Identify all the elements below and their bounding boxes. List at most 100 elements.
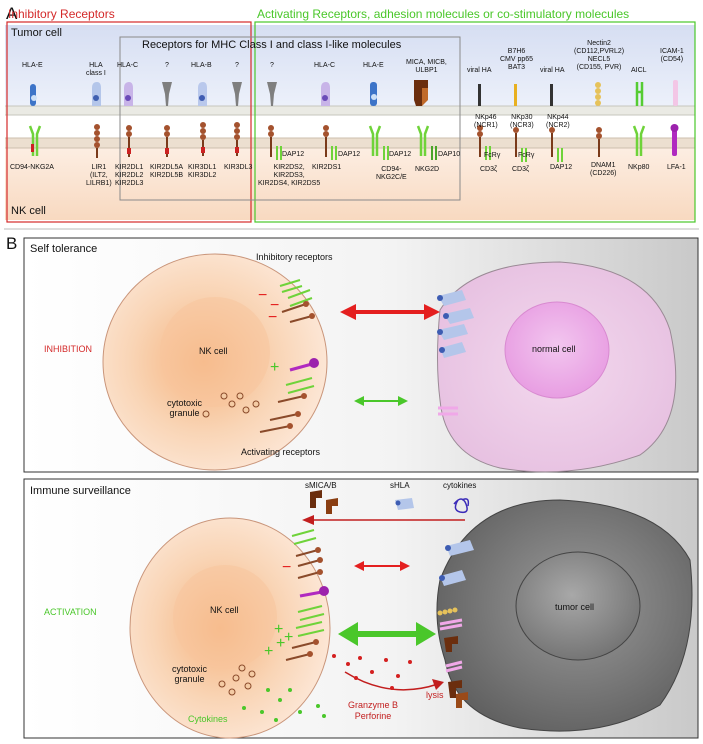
receptor-label: LFA-1	[667, 164, 686, 171]
ligand-label: ?	[235, 62, 239, 69]
ligand-label: viral HA	[540, 67, 565, 74]
immune-surveillance-title: Immune surveillance	[30, 485, 131, 497]
adaptor-label: DAP12	[338, 151, 361, 158]
nk-surface-receptors	[285, 529, 329, 661]
nk-nucleus-icon	[173, 565, 277, 669]
icam1-icon	[673, 80, 678, 106]
unknown-ligand-icon	[162, 82, 172, 106]
adaptor-label: FcRγ	[484, 152, 501, 159]
cytokines-icon	[453, 498, 470, 514]
receptor-label: DNAM1 (CD226)	[590, 162, 617, 177]
receptor-label: NKG2D	[415, 166, 440, 173]
ligand-label: AICL	[631, 67, 647, 74]
receptor-label: NKp46 (NCR1)	[474, 114, 498, 129]
tumor-cell-ligands	[437, 540, 474, 708]
hla-e-ligand-icon	[370, 82, 377, 106]
activating-box	[254, 21, 696, 223]
svg-text:−: −	[258, 287, 267, 304]
ligand-label: ICAM-1 (CD54)	[660, 48, 684, 63]
lysis-label: lysis	[426, 690, 444, 700]
hla-b-ligand-icon	[198, 82, 207, 106]
ligand-label: ?	[165, 62, 169, 69]
cytotoxic-granule-label: cytotoxic granule	[167, 398, 203, 418]
svg-text:−: −	[270, 297, 279, 314]
adaptor-label: DAP12	[389, 151, 412, 158]
adaptor-label: DAP12	[282, 151, 305, 158]
ligand-label: HLA-E	[22, 62, 43, 69]
inhibitory-receptors-label: Inhibitory receptors	[256, 252, 333, 262]
nk-nucleus-icon	[160, 297, 270, 407]
adaptor-label: DAP12	[550, 164, 573, 171]
receptor-label: CD94- NKG2C/E	[376, 166, 407, 181]
nkp30-receptor-icon	[513, 127, 527, 162]
svg-text:+: +	[274, 621, 283, 638]
kir3dl3-receptor-icon	[234, 122, 240, 156]
hla-c-ligand-icon	[124, 82, 133, 106]
mhc-box	[119, 36, 461, 201]
nk-cell-label: NK cell	[11, 205, 46, 217]
ligand-label: HLA class I	[86, 62, 106, 77]
receptor-label: NKp80	[628, 164, 650, 171]
lir1-receptor-icon	[94, 124, 100, 158]
tumor-cell-label: tumor cell	[555, 602, 595, 612]
dnam1-receptor-icon	[596, 127, 602, 157]
sign-markers: − − − +	[258, 287, 279, 376]
shla-label: sHLA	[390, 481, 410, 490]
sign-markers: − + + + +	[264, 559, 293, 660]
svg-text:+: +	[264, 643, 273, 660]
svg-text:+: +	[276, 635, 285, 652]
nk-cell-label: NK cell	[210, 605, 239, 615]
granzyme-label: Granzyme B Perforine	[348, 700, 399, 721]
viral-ha-icon	[478, 84, 481, 106]
tumor-membrane	[5, 106, 695, 115]
cd94-nkg2c-receptor-icon	[368, 125, 389, 160]
ligand-label: viral HA	[467, 67, 492, 74]
aicl-icon	[635, 82, 644, 106]
ligand-label: MICA, MICB, ULBP1	[406, 59, 447, 74]
activation-label: ACTIVATION	[44, 607, 97, 617]
tumor-nucleus-icon	[515, 551, 641, 661]
smica-label: sMICA/B	[305, 481, 337, 490]
inhibitory-header: Inhibitory Receptors	[8, 7, 115, 21]
ligand-label: Nectin2 (CD112,PVRL2) NECL5 (CD155, PVR)	[574, 40, 625, 71]
inhibitory-box	[6, 21, 252, 223]
cytokines-output-label: Cytokines	[188, 714, 228, 724]
ligand-label: HLA-C	[117, 62, 139, 69]
receptor-label: KIR2DL5A KIR2DL5B	[150, 164, 184, 179]
ligand-label: ?	[270, 62, 274, 69]
cytokines-label: cytokines	[443, 481, 477, 490]
receptor-icons	[28, 122, 679, 162]
receptor-label: KIR2DS2, KIR2DS3, KIR2DS4, KIR2DS5	[258, 164, 321, 187]
b7h6-icon	[514, 84, 517, 106]
adaptor-label: CD3ζ	[512, 166, 530, 173]
tumor-cell-label: Tumor cell	[11, 27, 62, 39]
receptor-label: CD94-NKG2A	[10, 164, 54, 171]
cytokine-dots	[242, 688, 326, 722]
cytotoxic-granules	[218, 664, 256, 696]
receptor-label: LIR1 (ILT2, LILRB1)	[86, 164, 112, 187]
kir3dl-receptor-icon	[200, 122, 206, 156]
svg-text:+: +	[284, 629, 293, 646]
shla-icon	[395, 498, 414, 510]
hla-e-ligand-icon	[30, 84, 37, 106]
receptor-label: KIR3DL1 KIR3DL2	[188, 164, 217, 179]
nk-surface-receptors	[259, 279, 319, 433]
shedding-arrow	[302, 515, 465, 525]
smica-icon	[310, 490, 338, 514]
cytotoxic-granules	[202, 392, 260, 418]
ligand-label: HLA-B	[191, 62, 212, 69]
kir2dl-receptor-icon	[126, 125, 132, 157]
panel-a-letter: A	[6, 4, 18, 23]
inhibition-arrow-small	[354, 561, 410, 571]
receptor-label: KIR2DL1 KIR2DL2 KIR2DL3	[115, 164, 144, 187]
panel-b-letter: B	[6, 234, 18, 253]
unknown-ligand-icon	[267, 82, 277, 106]
kir2ds1-receptor-icon	[323, 125, 337, 160]
svg-text:−: −	[282, 559, 291, 576]
activating-receptors-label: Activating receptors	[241, 447, 321, 457]
svg-text:+: +	[270, 359, 279, 376]
normal-nucleus-icon	[504, 301, 610, 399]
mica-ligand-icon	[414, 80, 428, 106]
nk-cell-label: NK cell	[199, 346, 228, 356]
